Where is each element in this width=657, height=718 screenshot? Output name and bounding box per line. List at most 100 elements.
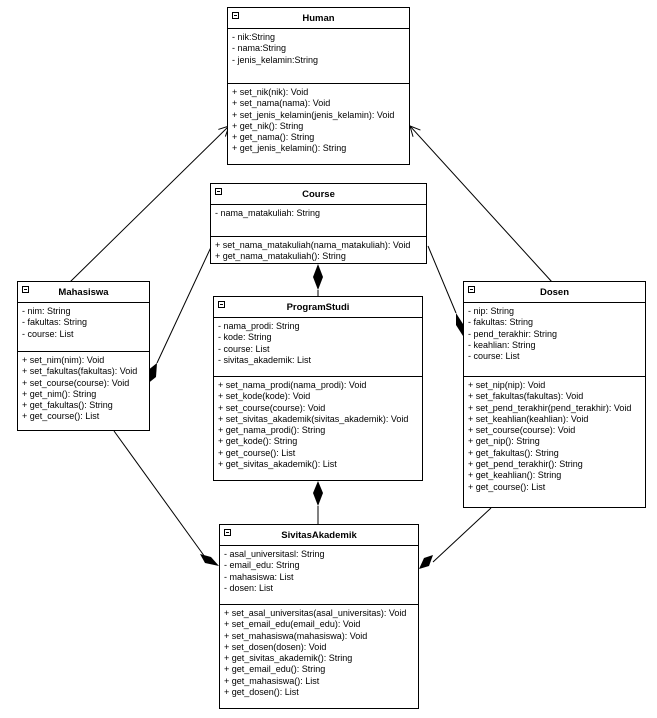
attribute: - jenis_kelamin:String (232, 54, 319, 65)
method: + get_nik(): String (232, 120, 304, 131)
attribute: - nama_prodi: String (218, 321, 300, 331)
method: + set_course(course): Void (468, 425, 576, 436)
method: + get_course(): List (218, 447, 296, 458)
class-name: Dosen (539, 286, 570, 298)
class-header: ProgramStudi (214, 297, 422, 318)
attributes-section: - nim: String - fakultas: String - cours… (18, 303, 149, 351)
class-course[interactable]: Course - nama_matakuliah: String + set_n… (210, 183, 427, 264)
attribute: - dosen: List (224, 582, 274, 593)
method: + get_nim(): String (22, 388, 97, 399)
collapse-icon[interactable] (224, 529, 231, 536)
methods-section: + set_nip(nip): Void + set_fakultas(faku… (464, 376, 645, 496)
method: + set_dosen(dosen): Void (224, 641, 327, 652)
methods-section: + set_nama_matakuliah(nama_matakuliah): … (211, 236, 426, 266)
attribute: - fakultas: String (22, 317, 88, 328)
composition-dosen-sivitas (432, 507, 492, 563)
composition-diamond-course (313, 264, 323, 290)
collapse-icon[interactable] (215, 188, 222, 195)
method: + get_pend_terakhir(): String (468, 459, 583, 470)
method: + get_nama_matakuliah(): String (215, 251, 346, 262)
composition-course-mahasiswa (156, 244, 213, 364)
class-name: SivitasAkademik (281, 529, 357, 541)
class-name: Human (302, 12, 335, 24)
composition-diamond-sivitas-left (200, 554, 219, 566)
collapse-icon[interactable] (22, 286, 29, 293)
attribute: - nama:String (232, 43, 287, 54)
method: + get_course(): List (468, 481, 546, 492)
attribute: - mahasiswa: List (224, 571, 294, 582)
attribute: - kode: String (218, 332, 272, 343)
class-sivitasakademik[interactable]: SivitasAkademik - asal_universitasl: Str… (219, 524, 419, 709)
attribute: - nama_matakuliah: String (215, 208, 321, 218)
attribute: - course: List (218, 343, 270, 354)
class-human[interactable]: Human - nik:String - nama:String - jenis… (227, 7, 410, 165)
method: + get_nip(): String (468, 436, 540, 447)
composition-diamond-dosen (456, 313, 463, 336)
method: + set_email_edu(email_edu): Void (224, 619, 361, 630)
attribute: - course: List (468, 351, 520, 362)
class-mahasiswa[interactable]: Mahasiswa - nim: String - fakultas: Stri… (17, 281, 150, 431)
methods-section: + set_nama_prodi(nama_prodi): Void + set… (214, 376, 422, 473)
method: + get_kode(): String (218, 436, 298, 447)
attribute: - nip: String (468, 306, 515, 316)
class-header: Mahasiswa (18, 282, 149, 303)
method: + set_pend_terakhir(pend_terakhir): Void (468, 402, 632, 413)
attribute: - nim: String (22, 306, 71, 316)
method: + set_nama_prodi(nama_prodi): Void (218, 380, 367, 390)
method: + get_fakultas(): String (22, 400, 113, 411)
method: + set_mahasiswa(mahasiswa): Void (224, 630, 368, 641)
method: + set_kode(kode): Void (218, 391, 311, 402)
class-dosen[interactable]: Dosen - nip: String - fakultas: String -… (463, 281, 646, 508)
methods-section: + set_nim(nim): Void + set_fakultas(faku… (18, 351, 149, 426)
method: + get_dosen(): List (224, 687, 299, 698)
attributes-section: - asal_universitasl: String - email_edu:… (220, 546, 418, 604)
inheritance-dosen-human (410, 126, 553, 283)
attribute: - keahlian: String (468, 339, 536, 350)
inheritance-mahasiswa-human (69, 126, 229, 283)
method: + get_email_edu(): String (224, 664, 326, 675)
collapse-icon[interactable] (218, 301, 225, 308)
attributes-section: - nama_prodi: String - kode: String - co… (214, 318, 422, 376)
class-header: Dosen (464, 282, 645, 303)
class-name: Course (302, 188, 335, 200)
method: + set_sivitas_akademik(sivitas_akademik)… (218, 413, 409, 424)
collapse-icon[interactable] (232, 12, 239, 19)
class-name: Mahasiswa (58, 286, 109, 298)
attribute: - nik:String (232, 32, 276, 42)
attribute: - asal_universitasl: String (224, 549, 325, 559)
method: + set_fakultas(fakultas): Void (468, 391, 584, 402)
composition-mahasiswa-sivitas (113, 430, 206, 558)
composition-diamond-programstudi (313, 481, 323, 506)
attributes-section: - nik:String - nama:String - jenis_kelam… (228, 29, 409, 83)
class-name: ProgramStudi (286, 301, 350, 313)
method: + get_sivitas_akademik(): String (224, 653, 353, 664)
method: + get_nama_prodi(): String (218, 425, 326, 436)
attribute: - email_edu: String (224, 560, 300, 571)
class-header: SivitasAkademik (220, 525, 418, 546)
attribute: - course: List (22, 328, 74, 339)
method: + get_jenis_kelamin(): String (232, 143, 347, 154)
method: + set_keahlian(keahlian): Void (468, 413, 589, 424)
method: + set_asal_universitas(asal_universitas)… (224, 608, 407, 618)
method: + set_jenis_kelamin(jenis_kelamin): Void (232, 109, 395, 120)
method: + set_nim(nim): Void (22, 355, 105, 365)
method: + get_fakultas(): String (468, 447, 559, 458)
method: + get_sivitas_akademik(): List (218, 459, 337, 470)
composition-diamond-sivitas-right (419, 555, 433, 569)
method: + get_nama(): String (232, 132, 315, 143)
method: + set_fakultas(fakultas): Void (22, 366, 138, 377)
attribute: - pend_terakhir: String (468, 328, 558, 339)
method: + set_course(course): Void (22, 377, 130, 388)
method: + set_nama(nama): Void (232, 98, 331, 109)
class-header: Course (211, 184, 426, 205)
method: + get_mahasiswa(): List (224, 675, 320, 686)
class-header: Human (228, 8, 409, 29)
methods-section: + set_nik(nik): Void + set_nama(nama): V… (228, 83, 409, 158)
class-programstudi[interactable]: ProgramStudi - nama_prodi: String - kode… (213, 296, 423, 481)
method: + set_nip(nip): Void (468, 380, 546, 390)
attributes-section: - nama_matakuliah: String (211, 205, 426, 236)
collapse-icon[interactable] (468, 286, 475, 293)
method: + set_course(course): Void (218, 402, 326, 413)
method: + get_course(): List (22, 411, 100, 422)
method: + get_keahlian(): String (468, 470, 562, 481)
